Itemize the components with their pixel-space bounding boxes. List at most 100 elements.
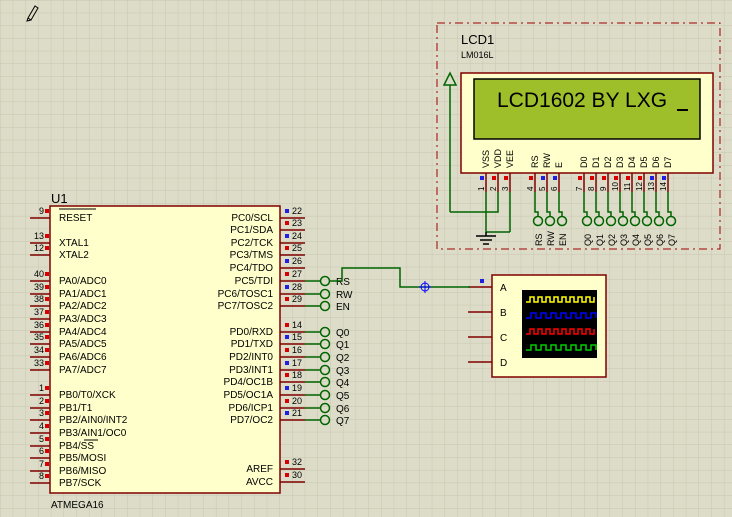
scope-channel-c[interactable]: C bbox=[468, 333, 507, 344]
lcd-net-q4[interactable]: Q4 bbox=[629, 192, 642, 246]
net-label: Q2 bbox=[336, 353, 350, 364]
lcd-screen bbox=[473, 78, 701, 140]
mcu-pin-number: 13 bbox=[34, 231, 44, 241]
lcd-net-q1[interactable]: Q1 bbox=[593, 192, 606, 246]
scope-trace-4 bbox=[526, 344, 597, 351]
lcd-pin-e[interactable]: E6 bbox=[550, 162, 564, 192]
mcu-pin-name: PC6/TOSC1 bbox=[218, 289, 274, 300]
mcu-pin-name: PD1/TXD bbox=[231, 339, 273, 350]
lcd-net-q7[interactable]: Q7 bbox=[665, 192, 678, 246]
lcd-net-q3[interactable]: Q3 bbox=[617, 192, 630, 246]
net-label: Q7 bbox=[667, 234, 677, 246]
pencil-icon[interactable] bbox=[26, 5, 39, 22]
scope-channel-d[interactable]: D bbox=[468, 358, 507, 369]
lcd-pin-d1[interactable]: D18 bbox=[587, 156, 601, 192]
pin-state-marker bbox=[45, 462, 49, 466]
net-label: Q1 bbox=[336, 340, 350, 351]
lcd-net-rs[interactable]: RS bbox=[532, 192, 545, 246]
lcd-pin-d2[interactable]: D29 bbox=[599, 156, 613, 192]
net-terminal bbox=[593, 215, 605, 227]
scope-channel-a[interactable]: A bbox=[468, 279, 507, 294]
lcd-pin-name: D1 bbox=[591, 156, 601, 168]
mcu-pin-name: PA3/ADC3 bbox=[59, 314, 107, 325]
net-terminal bbox=[319, 288, 331, 300]
scope-trace-1 bbox=[526, 296, 595, 303]
lcd-pin-rs[interactable]: RS4 bbox=[526, 155, 540, 192]
lcd-component[interactable]: LCD1 LM016L LCD1602 BY LXG VSS1VDD2VEE3R… bbox=[436, 22, 721, 250]
lcd-net-q5[interactable]: Q5 bbox=[641, 192, 654, 246]
mcu-pin-number: 22 bbox=[292, 206, 302, 216]
mcu-pin-number: 36 bbox=[34, 320, 44, 330]
lcd-net-rw[interactable]: RW bbox=[544, 192, 557, 246]
mcu-component[interactable]: U1 ATMEGA16 9RESET13XTAL112XTAL240PA0/AD… bbox=[30, 191, 353, 511]
mcu-pin-number: 3 bbox=[39, 408, 44, 418]
lcd-pin-name: E bbox=[554, 162, 564, 168]
pin-state-marker bbox=[45, 297, 49, 301]
lcd-net-q6[interactable]: Q6 bbox=[653, 192, 666, 246]
net-terminal bbox=[617, 215, 629, 227]
mcu-pin-number: 25 bbox=[292, 243, 302, 253]
ground-icon bbox=[476, 232, 496, 245]
lcd-pin-rw[interactable]: RW5 bbox=[538, 153, 552, 192]
lcd-net-q0[interactable]: Q0 bbox=[581, 192, 594, 246]
mcu-pin-name: PA7/ADC7 bbox=[59, 365, 107, 376]
mcu-pin-name: AVCC bbox=[246, 477, 273, 488]
pin-state-marker bbox=[638, 176, 642, 180]
mcu-pin-name: PB4/SS bbox=[59, 441, 94, 452]
lcd-net-en[interactable]: EN bbox=[556, 192, 569, 246]
pin-state-marker bbox=[285, 361, 289, 365]
mcu-pin-number: 19 bbox=[292, 383, 302, 393]
oscilloscope-component[interactable]: A B C D bbox=[468, 274, 607, 378]
lcd-pin-number: 4 bbox=[526, 186, 535, 191]
lcd-net-q2[interactable]: Q2 bbox=[605, 192, 618, 246]
pin-state-marker bbox=[45, 348, 49, 352]
lcd-pin-d0[interactable]: D07 bbox=[575, 156, 589, 192]
scope-channel-b[interactable]: B bbox=[468, 308, 507, 319]
